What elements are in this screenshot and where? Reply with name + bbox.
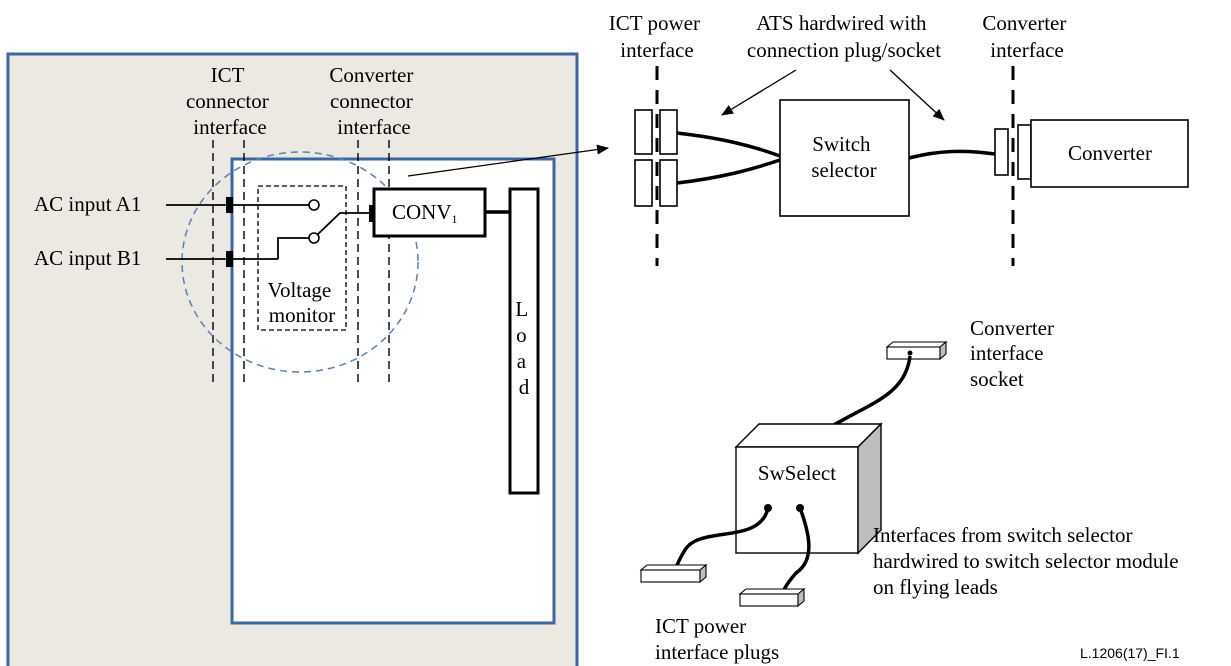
ict-power-interface-plug-2 [738, 587, 806, 608]
switch-contact-a [308, 199, 320, 211]
ict-plug-top-inner [659, 109, 678, 155]
converter-interface-line1: Converter [982, 11, 1066, 35]
ats-arrow-left [721, 69, 797, 116]
socket-module-front [886, 346, 941, 360]
ats-arrow-right [889, 69, 945, 121]
plug2-front [739, 593, 799, 607]
converter-interface-socket-label: Converter interface socket [970, 316, 1059, 391]
ict-power-interface-label: ICT power interface [609, 11, 705, 62]
interface-ellipse [181, 151, 419, 373]
load-label: L o a d [515, 297, 532, 399]
converter-label: Converter [1068, 141, 1152, 165]
socket-module-hole [907, 350, 913, 356]
figure-id-label: L.1206(17)_FI.1 [1080, 645, 1180, 661]
load-letter-1: L [515, 297, 527, 321]
load-letter-3: a [517, 349, 527, 373]
plug1-top [639, 564, 708, 571]
plug1-side [699, 563, 707, 584]
ict-power-interface-plugs-line1: ICT power [655, 614, 746, 638]
ict-connector-interface-label: ICT connector interface [186, 63, 274, 139]
converter-socket-outer [994, 128, 1009, 176]
ict-power-interface-line2: interface [620, 38, 693, 62]
converter-interface-socket-line3: socket [970, 367, 1024, 391]
swselect-label: SwSelect [758, 461, 836, 485]
converter-socket-inner [1017, 124, 1032, 180]
detail-pointer-arrow [407, 144, 609, 177]
ats-cable-top [676, 131, 781, 158]
interfaces-note-line3: on flying leads [873, 575, 998, 599]
plug1-front [640, 569, 701, 583]
interfaces-note-line2: hardwired to switch selector module [873, 549, 1179, 573]
voltage-monitor-line1: Voltage [267, 278, 331, 302]
ats-hardwired-line2: connection plug/socket [747, 38, 941, 62]
ict-plug-bottom-outer [634, 159, 653, 207]
converter-connector-interface-line3: interface [337, 115, 410, 139]
equipment-enclosure [6, 52, 579, 666]
switch-selector-line2: selector [811, 158, 876, 182]
plug2-top [738, 588, 806, 595]
conv1-label: CONV1 [392, 200, 458, 226]
ict-connector-interface-line2: connector [186, 89, 269, 113]
ict-connector-interface-line1: ICT [211, 63, 245, 87]
converter-interface-socket-line1: Converter [970, 316, 1054, 340]
converter-interface-line2: interface [990, 38, 1063, 62]
ac-input-b1-label: AC input B1 [34, 246, 141, 270]
switch-selector-line1: Switch [812, 132, 871, 156]
ict-plug-lead-2 [782, 507, 811, 591]
converter-interface-socket-line2: interface [970, 341, 1043, 365]
converter-box [1030, 119, 1189, 188]
ats-hardwired-line1: ATS hardwired with [756, 11, 927, 35]
switch-contact-b-wire [277, 237, 310, 259]
ats-cable-bottom [676, 158, 781, 185]
swselect-module: SwSelect [734, 422, 883, 555]
ac-input-a1-connector [226, 197, 233, 213]
ict-power-interface-line1: ICT power [609, 11, 700, 35]
converter-connector-interface-line2: connector [330, 89, 413, 113]
voltage-monitor-line2: monitor [269, 303, 336, 327]
socket-module-side [939, 340, 947, 361]
ats-hardwired-label: ATS hardwired with connection plug/socke… [747, 11, 941, 62]
converter-socket [994, 124, 1032, 180]
load-bar [508, 187, 540, 495]
converter-connector-interface-label: Converter connector interface [329, 63, 418, 139]
ict-connector-interface-line3: interface [193, 115, 266, 139]
swselect-front [735, 446, 859, 554]
swselect-top [734, 423, 883, 448]
ict-plug-bottom-inner [659, 159, 678, 207]
ict-power-interface-plugs-label: ICT power interface plugs [655, 614, 779, 664]
switch-to-converter-cable [908, 149, 996, 160]
conv1-label-subscript: 1 [452, 212, 458, 226]
socket-module-top [885, 341, 948, 348]
voltage-monitor-box [257, 185, 347, 331]
interfaces-note-line1: Interfaces from switch selector [873, 523, 1132, 547]
conv1-label-main: CONV [392, 200, 452, 224]
ict-plug-top-outer [634, 109, 653, 155]
voltage-monitor-label: Voltage monitor [267, 278, 336, 327]
switch-contact-b [308, 232, 320, 244]
load-letter-2: o [516, 323, 527, 347]
converter-interface-socket-module [885, 340, 948, 361]
converter-interface-label: Converter interface [982, 11, 1071, 62]
converter-connector-interface-line1: Converter [329, 63, 413, 87]
load-letter-4: d [519, 375, 530, 399]
ac-input-b1-connector [226, 251, 233, 267]
swselect-side [857, 422, 882, 555]
transfer-switch [277, 199, 372, 259]
ict-plug-lead-1 [674, 507, 770, 569]
switch-arm [316, 212, 372, 236]
ac-input-a1-label: AC input A1 [34, 192, 141, 216]
ict-power-interface-plug-1 [639, 563, 708, 584]
switch-selector-label: Switch selector [811, 132, 876, 182]
plug2-side [797, 587, 805, 608]
ict-power-interface-plugs-line2: interface plugs [655, 640, 779, 664]
ict-power-plugs [634, 109, 678, 207]
interfaces-note-label: Interfaces from switch selector hardwire… [873, 523, 1184, 599]
